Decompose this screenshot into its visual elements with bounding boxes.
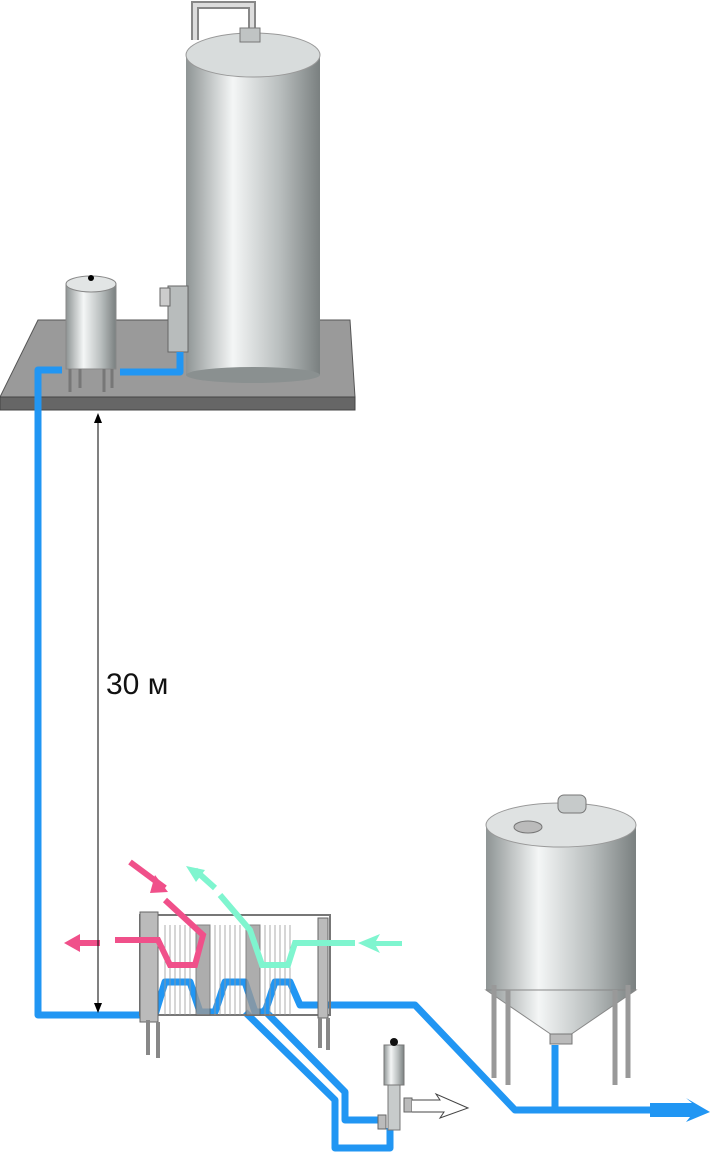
- product-pipe: [34, 352, 710, 1152]
- pump-housing: [159, 285, 189, 353]
- height-label: 30 м: [106, 668, 169, 701]
- balance-tank: [65, 275, 117, 392]
- cooling-medium-flow: [186, 866, 402, 968]
- process-tank: [484, 794, 638, 1085]
- storage-tank-large: [185, 1, 321, 383]
- valve: [377, 1038, 470, 1131]
- hot-medium-flow: [64, 859, 207, 968]
